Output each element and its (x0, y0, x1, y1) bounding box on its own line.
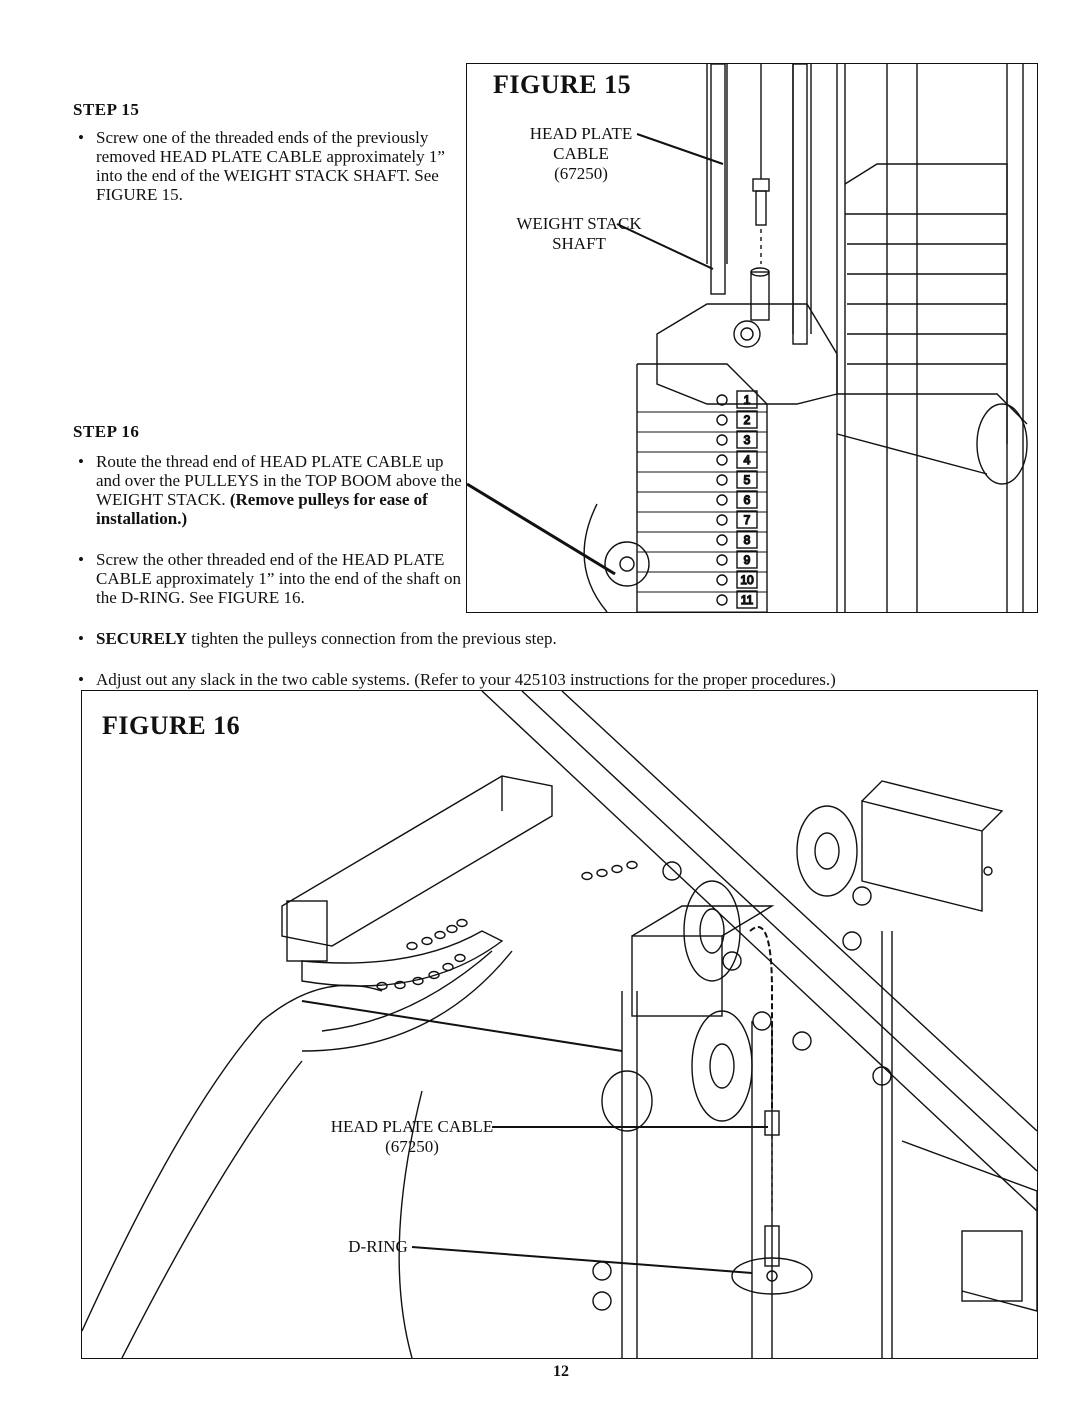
step-16-bullet-1: • Route the thread end of HEAD PLATE CAB… (78, 452, 466, 528)
figure-16-label-cable: HEAD PLATE CABLE (67250) (322, 1117, 502, 1157)
plate-number-box (736, 450, 758, 469)
adjustment-hole (626, 860, 638, 870)
figure-15: 1 2 3 4 5 6 7 8 9 10 11 FIGURE 15 HEAD PLATE CABLE… (466, 63, 1038, 613)
plate-number-box (736, 410, 758, 429)
plate-number: 9 (744, 553, 751, 567)
plate-number-box (736, 570, 758, 589)
bullet-dot: • (78, 550, 84, 569)
plate-number: 3 (744, 433, 751, 447)
plate-number-box (736, 550, 758, 569)
adjustment-hole (428, 970, 440, 980)
pin-hole (716, 514, 728, 526)
label-cable-line-2: CABLE (553, 144, 609, 163)
adjustment-hole (376, 981, 388, 991)
label-shaft-line-1: WEIGHT STACK (516, 214, 642, 233)
bullet-dot: • (78, 629, 84, 648)
plate-number-box (736, 470, 758, 489)
adjustment-hole (394, 980, 406, 990)
bullet-dot: • (78, 128, 84, 147)
plate-number-box (736, 430, 758, 449)
step-16-bullet-4-text: Adjust out any slack in the two cable sy… (96, 670, 836, 689)
label-shaft-line-2: SHAFT (552, 234, 606, 253)
plate-number: 5 (744, 473, 751, 487)
figure-15-drawing: 1 2 3 4 5 6 7 8 9 10 11 (467, 64, 1028, 612)
figure-15-title: FIGURE 15 (493, 70, 632, 99)
plate-number: 4 (744, 453, 751, 467)
pin-hole (716, 394, 728, 406)
step-16-bullet-3: • SECURELY tighten the pulleys connectio… (78, 629, 996, 648)
pin-hole (716, 574, 728, 586)
pin-hole (716, 534, 728, 546)
adjustment-hole (406, 941, 418, 951)
plate-number-box (736, 590, 758, 609)
step-16-bullet-2-text: Screw the other threaded end of the HEAD… (96, 550, 461, 607)
plate-number: 2 (744, 413, 751, 427)
pin-hole (716, 554, 728, 566)
adjustment-hole (412, 976, 424, 986)
pin-hole (716, 594, 728, 606)
plate-number: 11 (741, 593, 754, 607)
adjustment-hole (442, 962, 454, 972)
plate-number: 8 (744, 533, 751, 547)
figure-15-label-shaft: WEIGHT STACK SHAFT (479, 214, 679, 254)
plate-number-box (736, 530, 758, 549)
pin-hole (716, 494, 728, 506)
plate-number-box (736, 490, 758, 509)
pin-hole (716, 454, 728, 466)
page-number: 12 (553, 1363, 569, 1380)
adjustment-hole (596, 868, 608, 878)
figure-16-drawing (82, 691, 1037, 1358)
pin-hole (716, 474, 728, 486)
plate-number: 1 (744, 393, 751, 407)
step-16-bullet-3-text: tighten the pulleys connection from the … (187, 629, 557, 648)
plate-number: 6 (744, 493, 751, 507)
figure-15-label-cable: HEAD PLATE CABLE (67250) (481, 124, 681, 184)
pin-hole (716, 434, 728, 446)
figure-15-leaders (616, 133, 724, 270)
pin-hole (716, 414, 728, 426)
bullet-dot: • (78, 670, 84, 689)
step-16-bullet-1-bold: (Remove pulleys for ease of installation… (96, 490, 428, 528)
label-cable-line-3: (67250) (554, 164, 608, 183)
step-16-bullet-4: • Adjust out any slack in the two cable … (78, 670, 1036, 689)
adjustment-hole (454, 953, 466, 963)
adjustment-hole (456, 918, 468, 928)
adjustment-hole (611, 864, 623, 874)
adjustment-hole (434, 930, 446, 940)
step-16-bullet-2: • Screw the other threaded end of the HE… (78, 550, 466, 607)
plate-number: 7 (744, 513, 751, 527)
step-15-text: Screw one of the threaded ends of the pr… (96, 128, 445, 204)
adjustment-hole (581, 871, 593, 881)
adjustment-hole (421, 936, 433, 946)
figure-16: FIGURE 16 HEAD PLATE CABLE (67250) D-RIN… (81, 690, 1038, 1359)
figure-16-title: FIGURE 16 (102, 711, 241, 740)
label-head-plate-cable: HEAD PLATE CABLE (330, 1117, 494, 1136)
plate-number-box (736, 390, 758, 409)
step-15-title: STEP 15 (73, 100, 140, 119)
label-part-number: (67250) (385, 1137, 439, 1156)
plate-number-box (736, 510, 758, 529)
label-cable-line-1: HEAD PLATE (529, 124, 633, 143)
figure-16-label-dring: D-RING (348, 1237, 408, 1256)
step-15-bullet: • Screw one of the threaded ends of the … (78, 128, 456, 204)
step-16-title: STEP 16 (73, 422, 140, 441)
step-16-bullet-3-bold: SECURELY (96, 629, 188, 648)
bullet-dot: • (78, 452, 84, 471)
step-16-bullet-1-text: Route the thread end of HEAD PLATE CABLE… (96, 452, 462, 509)
plate-number: 10 (740, 573, 754, 587)
adjustment-hole (446, 924, 458, 934)
